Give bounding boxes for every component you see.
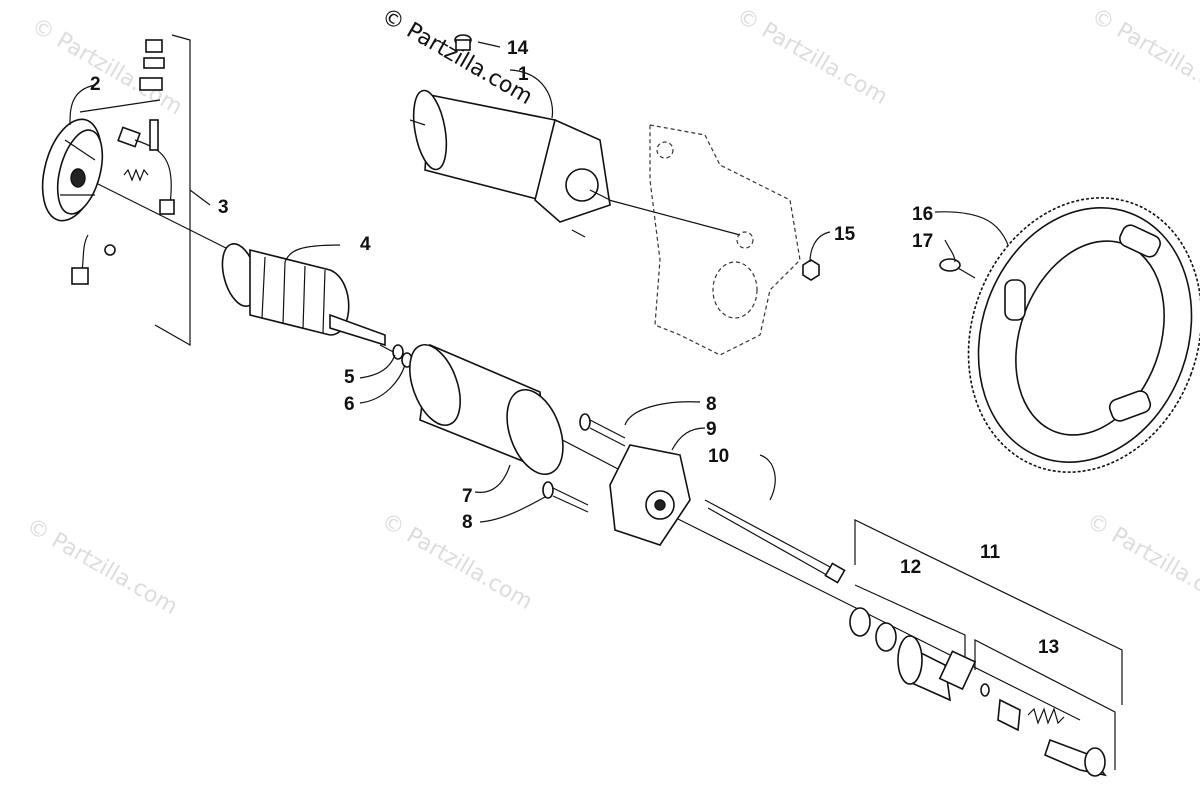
ring-gear bbox=[967, 197, 1200, 473]
end-bracket bbox=[609, 444, 691, 546]
callout-11: 11 bbox=[980, 542, 1001, 563]
mounting-bracket-reference bbox=[649, 124, 801, 356]
washer bbox=[875, 622, 897, 652]
washer-5 bbox=[392, 344, 404, 360]
callout-9: 9 bbox=[706, 419, 717, 440]
callout-15: 15 bbox=[834, 224, 856, 245]
leader-lines bbox=[69, 41, 1009, 523]
callout-2: 2 bbox=[90, 74, 101, 95]
nut-14-body bbox=[455, 39, 471, 51]
snap-ring bbox=[980, 683, 990, 697]
stopper bbox=[997, 698, 1021, 732]
cap bbox=[1044, 738, 1107, 777]
yoke-housing bbox=[409, 343, 564, 476]
callout-5: 5 bbox=[344, 367, 355, 388]
callout-13: 13 bbox=[1038, 637, 1059, 658]
watermark: © Partzilla.com bbox=[732, 4, 892, 111]
bracket-11 bbox=[854, 519, 1123, 705]
spring bbox=[1027, 707, 1065, 725]
watermark: © Partzilla.com bbox=[1082, 509, 1200, 616]
callout-16: 16 bbox=[912, 204, 933, 225]
callout-7: 7 bbox=[462, 486, 473, 507]
brush-end-cap bbox=[41, 39, 175, 285]
callout-12: 12 bbox=[900, 557, 921, 578]
callout-8b: 8 bbox=[462, 512, 473, 533]
watermark: © Partzilla.com bbox=[22, 514, 182, 621]
callout-4: 4 bbox=[360, 234, 371, 255]
starter-motor bbox=[409, 89, 611, 238]
pinion-clutch bbox=[897, 635, 977, 702]
bolt-8-top bbox=[579, 413, 626, 447]
callouts: 1 2 3 4 5 6 7 8 8 9 10 11 12 13 14 15 16… bbox=[90, 38, 1059, 658]
callout-1: 1 bbox=[518, 64, 529, 85]
callout-14: 14 bbox=[507, 38, 529, 59]
callout-3: 3 bbox=[218, 197, 229, 218]
nut-15 bbox=[802, 259, 820, 281]
callout-17: 17 bbox=[912, 231, 933, 252]
bracket-13 bbox=[974, 639, 1116, 770]
watermark: © Partzilla.com bbox=[377, 509, 537, 616]
screw-17 bbox=[939, 258, 976, 279]
callout-6: 6 bbox=[344, 394, 355, 415]
watermark: © Partzilla.com bbox=[1087, 4, 1200, 111]
washer bbox=[849, 607, 871, 637]
bracket-3 bbox=[154, 34, 191, 347]
armature bbox=[221, 243, 386, 347]
through-bolt-10 bbox=[704, 499, 846, 584]
bolt-8-bottom bbox=[542, 481, 589, 513]
callout-10: 10 bbox=[708, 446, 729, 467]
callout-8a: 8 bbox=[706, 394, 717, 415]
